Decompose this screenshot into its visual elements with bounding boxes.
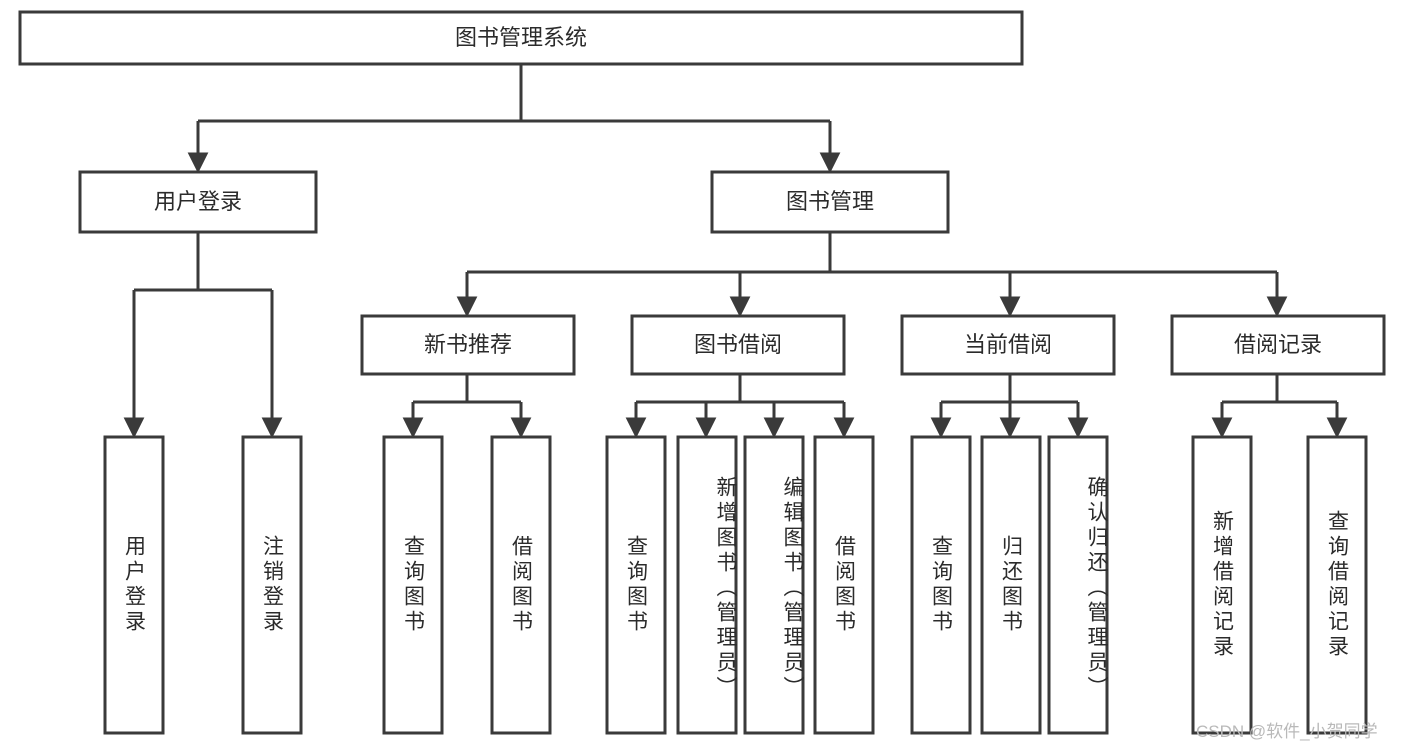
node-leaf-query-book-2[interactable]	[605, 435, 667, 735]
node-book-management[interactable]	[710, 170, 950, 234]
node-leaf-query-book-3[interactable]	[910, 435, 972, 735]
csdn-watermark: CSDN @软件_小贺同学	[1196, 722, 1378, 741]
node-borrow-record-label: 借阅记录	[1234, 332, 1322, 357]
node-leaf-borrow-book-1[interactable]	[490, 435, 552, 735]
node-new-book-recommend-label: 新书推荐	[424, 332, 512, 357]
node-leaf-logout[interactable]	[241, 435, 303, 735]
node-leaf-query-borrow-record[interactable]	[1306, 435, 1368, 735]
node-leaf-borrow-book-2[interactable]	[813, 435, 875, 735]
node-leaf-add-book-admin[interactable]	[676, 435, 738, 735]
node-root-label: 图书管理系统	[455, 25, 587, 50]
node-current-borrow-label: 当前借阅	[964, 332, 1052, 357]
node-borrow-record[interactable]	[1170, 314, 1386, 376]
node-leaf-edit-book-admin[interactable]	[743, 435, 805, 735]
node-leaf-add-borrow-record[interactable]	[1191, 435, 1253, 735]
node-leaf-return-book[interactable]	[980, 435, 1042, 735]
node-book-borrow-label: 图书借阅	[694, 332, 782, 357]
node-new-book-recommend[interactable]	[360, 314, 576, 376]
node-book-management-label: 图书管理	[786, 189, 874, 214]
node-user-login-label: 用户登录	[154, 189, 242, 214]
node-book-borrow[interactable]	[630, 314, 846, 376]
node-leaf-confirm-return-admin[interactable]	[1047, 435, 1109, 735]
node-root[interactable]	[18, 10, 1024, 66]
node-leaf-user-login[interactable]	[103, 435, 165, 735]
node-leaf-query-book-1[interactable]	[382, 435, 444, 735]
node-user-login[interactable]	[78, 170, 318, 234]
node-current-borrow[interactable]	[900, 314, 1116, 376]
